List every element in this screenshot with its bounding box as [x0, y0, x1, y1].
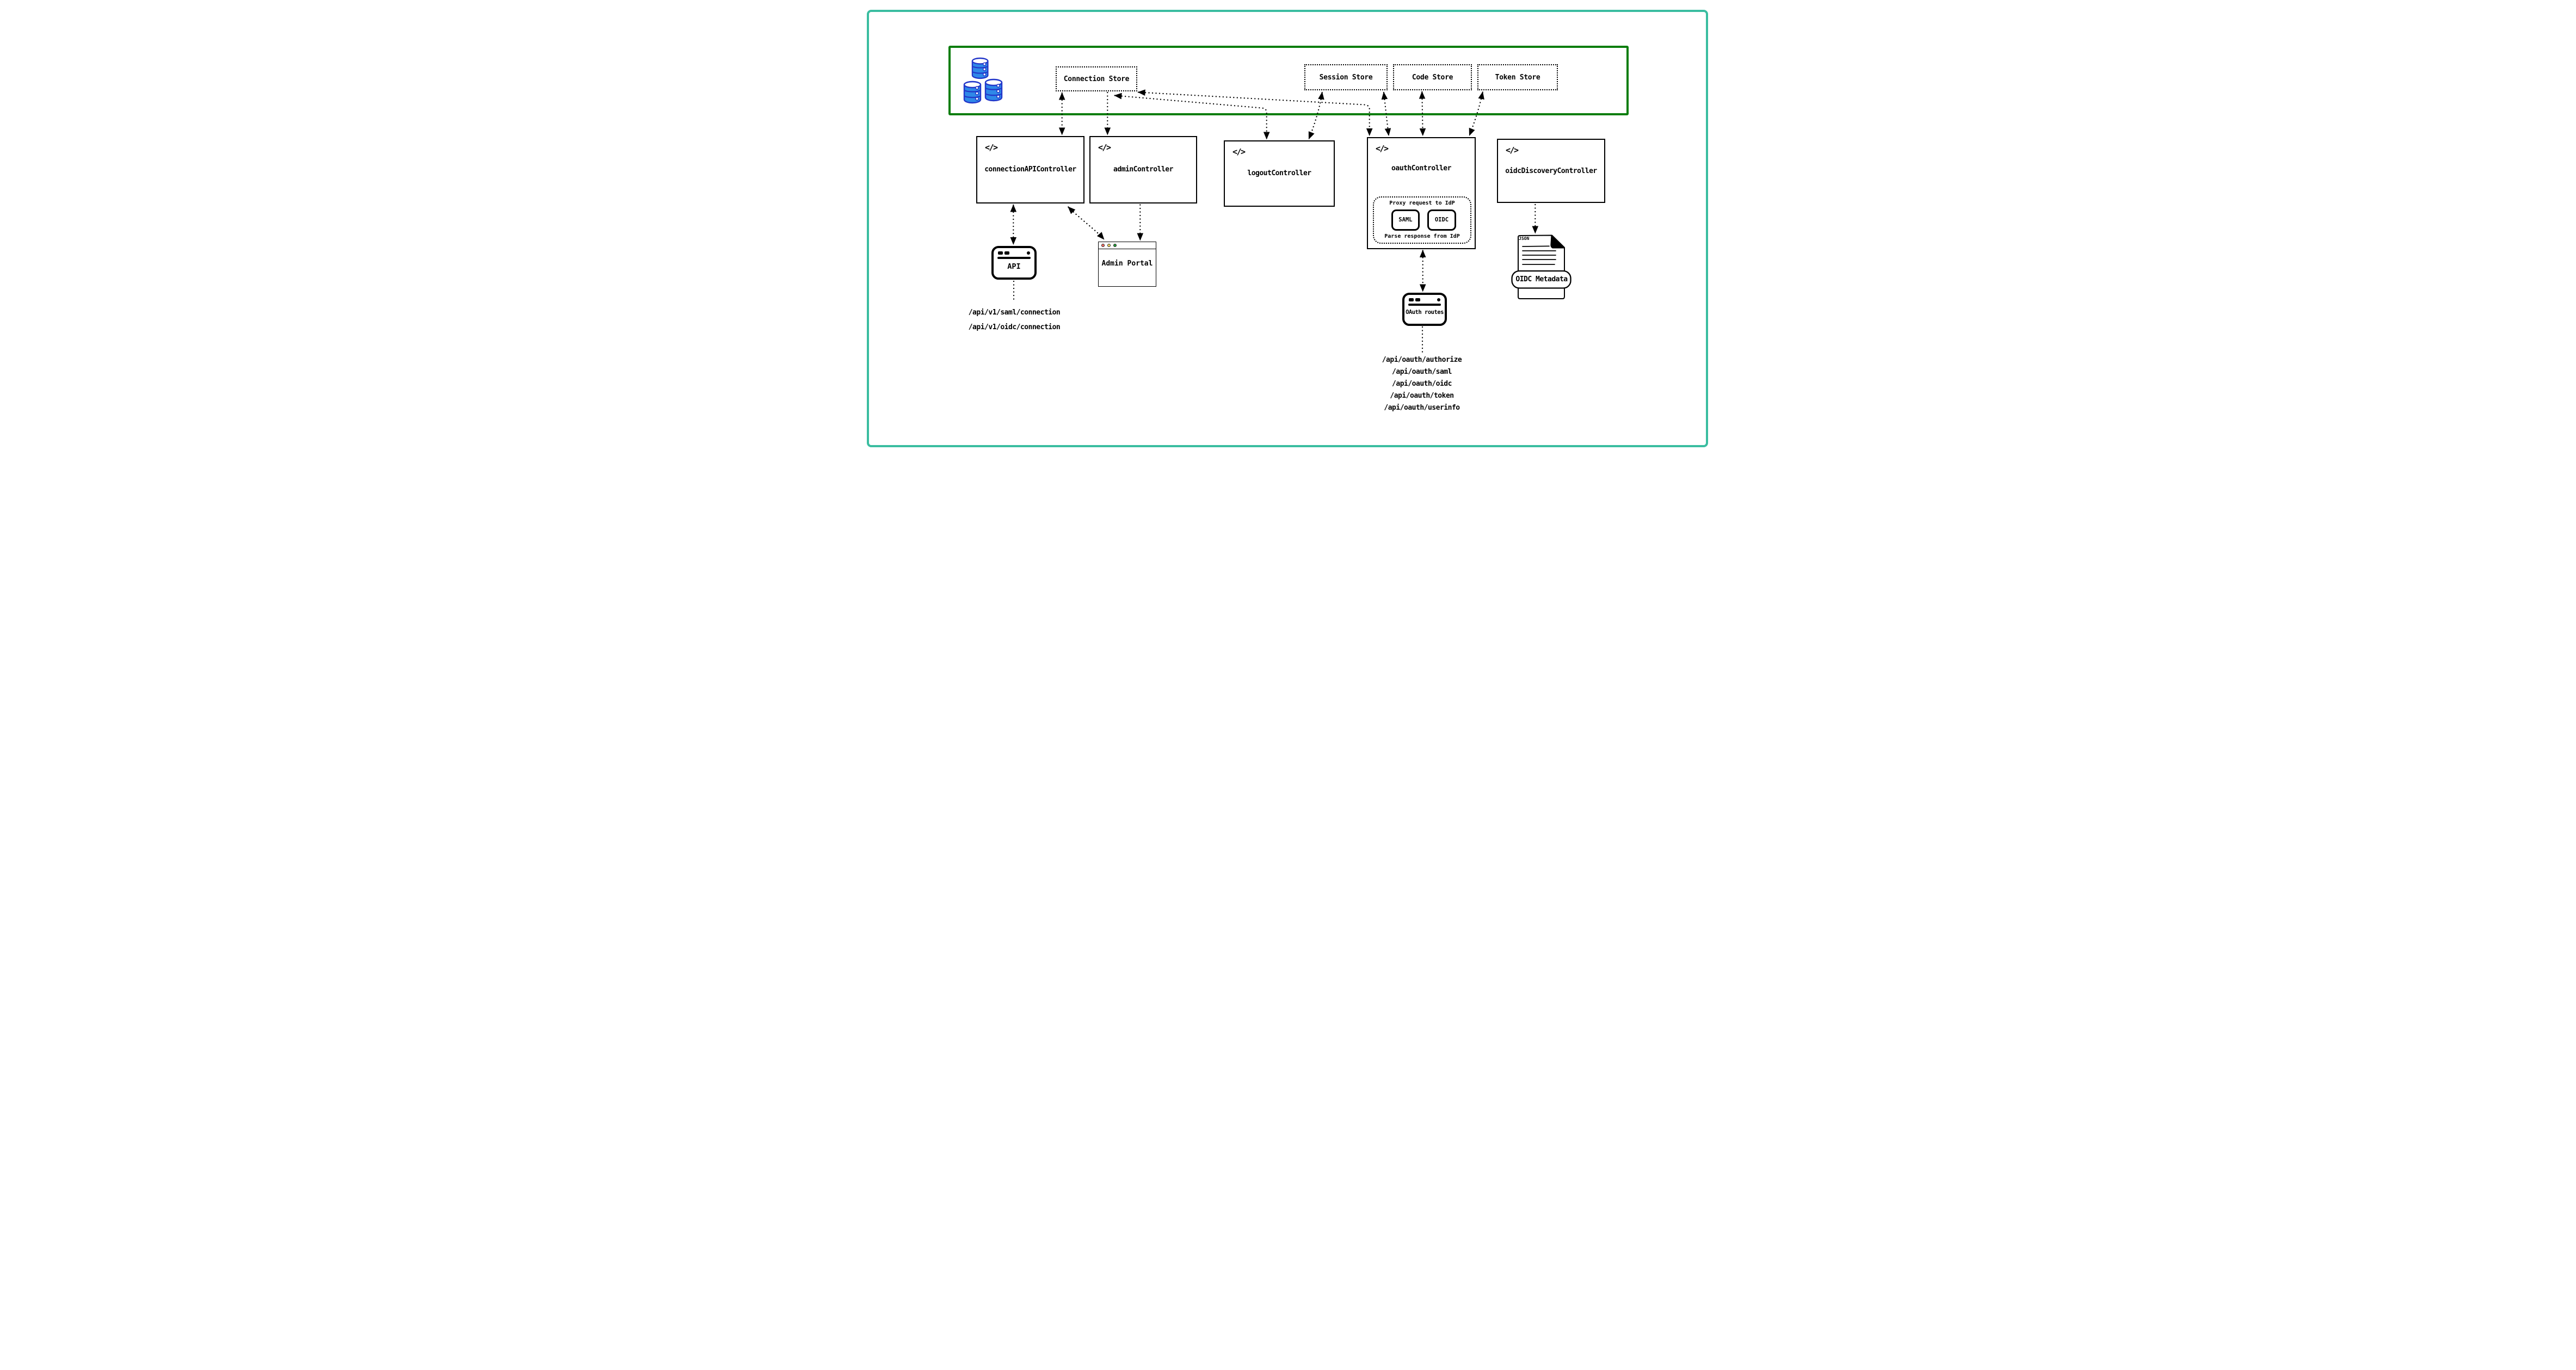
token-store: Token Store — [1477, 64, 1558, 90]
code-icon: </> — [1376, 144, 1389, 153]
endpoint: /api/oauth/token — [1390, 392, 1454, 400]
code-store-label: Code Store — [1412, 73, 1453, 82]
idp-proxy-box: Proxy request to IdP SAML OIDC Parse res… — [1373, 196, 1471, 244]
endpoint: /api/v1/saml/connection — [968, 308, 1061, 317]
minimize-icon — [1107, 244, 1111, 247]
close-icon — [1101, 244, 1105, 247]
code-icon: </> — [1506, 145, 1519, 155]
window-tab-icon — [1004, 251, 1009, 255]
window-toolbar-icon — [1408, 303, 1441, 306]
logout-controller: </> logoutController — [1224, 140, 1335, 207]
saml-label: SAML — [1398, 217, 1413, 224]
admin-portal-window: Admin Portal — [1098, 242, 1156, 287]
connection-api-controller: </> connectionAPIController — [976, 136, 1084, 203]
saml-protocol-box: SAML — [1391, 209, 1420, 231]
maximize-icon — [1113, 244, 1117, 247]
connection-api-controller-label: connectionAPIController — [984, 165, 1076, 174]
window-button-icon — [1027, 251, 1030, 255]
connection-store: Connection Store — [1056, 66, 1137, 91]
oidc-discovery-controller: </> oidcDiscoveryController — [1497, 139, 1605, 203]
code-icon: </> — [1232, 147, 1246, 157]
oauth-controller: </> oauthController Proxy request to IdP… — [1367, 137, 1476, 249]
api-window-label: API — [1007, 262, 1021, 271]
proxy-request-label: Proxy request to IdP — [1389, 200, 1455, 206]
window-toolbar-icon — [997, 256, 1031, 259]
outer-frame — [867, 10, 1708, 447]
window-tab-icon — [998, 251, 1003, 255]
code-icon: </> — [1098, 143, 1111, 152]
token-store-label: Token Store — [1495, 73, 1540, 82]
json-badge: JSON — [1519, 236, 1530, 241]
window-tab-icon — [1409, 298, 1414, 301]
oidc-metadata-label: OIDC Metadata — [1515, 275, 1568, 283]
diagram-canvas: Connection Store Session Store Code Stor… — [859, 0, 1717, 456]
session-store-label: Session Store — [1319, 73, 1373, 82]
code-icon: </> — [985, 143, 998, 152]
logout-controller-label: logoutController — [1247, 169, 1311, 177]
endpoint: /api/oauth/userinfo — [1384, 404, 1460, 412]
oauth-controller-label: oauthController — [1391, 164, 1451, 172]
oauth-routes-label: OAuth routes — [1406, 309, 1444, 316]
window-tab-icon — [1415, 298, 1420, 301]
admin-controller: </> adminController — [1089, 136, 1197, 203]
session-store: Session Store — [1304, 64, 1388, 90]
window-titlebar — [1099, 242, 1156, 249]
oidc-discovery-controller-label: oidcDiscoveryController — [1505, 167, 1597, 175]
api-window: API — [991, 246, 1037, 280]
endpoint: /api/v1/oidc/connection — [968, 323, 1061, 331]
endpoint: /api/oauth/oidc — [1392, 380, 1452, 388]
code-store: Code Store — [1393, 64, 1472, 90]
oauth-routes-window: OAuth routes — [1402, 293, 1447, 326]
admin-portal-label: Admin Portal — [1101, 260, 1153, 268]
admin-controller-label: adminController — [1113, 165, 1173, 174]
endpoint: /api/oauth/authorize — [1382, 356, 1462, 364]
oidc-protocol-box: OIDC — [1427, 209, 1456, 231]
oauth-endpoint-list: /api/oauth/authorize /api/oauth/saml /ap… — [1367, 354, 1476, 414]
oidc-label: OIDC — [1434, 217, 1449, 224]
connection-store-label: Connection Store — [1063, 75, 1130, 83]
endpoint: /api/oauth/saml — [1392, 368, 1452, 376]
api-endpoint-list: /api/v1/saml/connection /api/v1/oidc/con… — [960, 305, 1069, 335]
parse-response-label: Parse response from IdP — [1384, 233, 1460, 239]
window-button-icon — [1437, 298, 1440, 301]
